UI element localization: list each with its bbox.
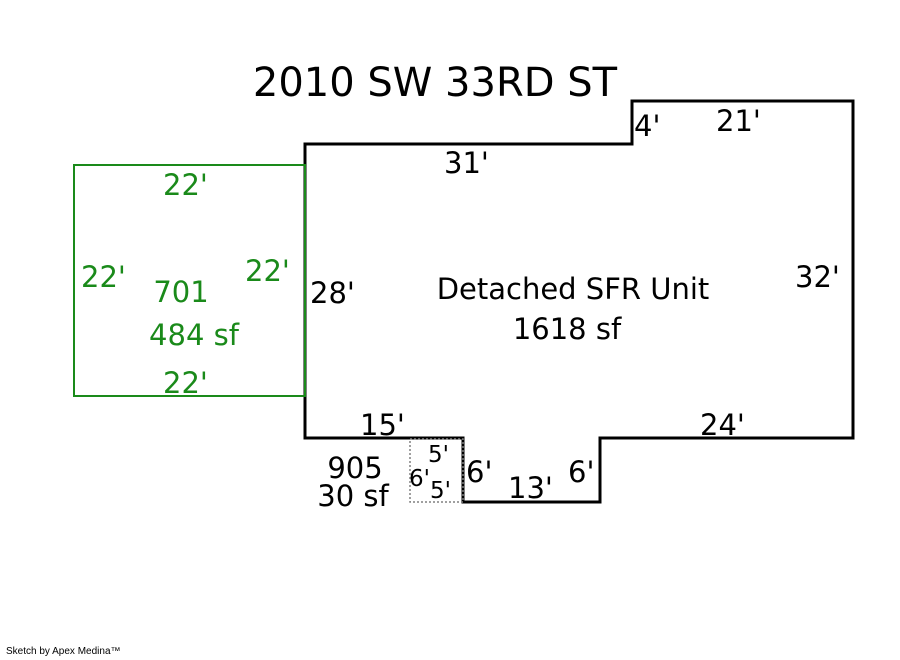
porch-name: 905 <box>327 451 382 485</box>
main-dim-bump-bottom: 13' <box>508 471 553 505</box>
main-dim-bottom-left: 15' <box>360 408 405 442</box>
sketch-credit: Sketch by Apex Medina™ <box>6 646 121 657</box>
porch-dim-bottom: 5' <box>430 478 451 504</box>
main-dim-step: 4' <box>634 109 660 143</box>
main-dim-top-right: 21' <box>716 104 761 138</box>
main-dim-bump-right: 6' <box>568 455 594 489</box>
garage-dim-right: 22' <box>245 254 290 288</box>
garage-dim-bottom: 22' <box>163 366 208 400</box>
main-area-outline <box>303 99 855 504</box>
main-dim-top: 31' <box>444 146 489 180</box>
garage-name: 701 <box>153 275 208 309</box>
main-dim-bump-left: 6' <box>466 455 492 489</box>
porch-dim-top: 5' <box>428 442 449 468</box>
porch-dim-left: 6' <box>409 466 430 492</box>
porch-area: 30 sf <box>317 479 389 513</box>
main-area-name: Detached SFR Unit <box>437 272 710 306</box>
sketch-title: 2010 SW 33RD ST <box>252 60 618 106</box>
main-dim-right: 32' <box>795 260 840 294</box>
garage-outline <box>73 164 306 397</box>
garage-area: 484 sf <box>149 318 240 352</box>
main-area-size: 1618 sf <box>513 312 622 346</box>
main-dim-left: 28' <box>310 276 355 310</box>
garage-dim-top: 22' <box>163 168 208 202</box>
porch-outline <box>409 438 464 503</box>
main-dim-bottom-right: 24' <box>700 408 745 442</box>
garage-dim-left: 22' <box>81 260 126 294</box>
